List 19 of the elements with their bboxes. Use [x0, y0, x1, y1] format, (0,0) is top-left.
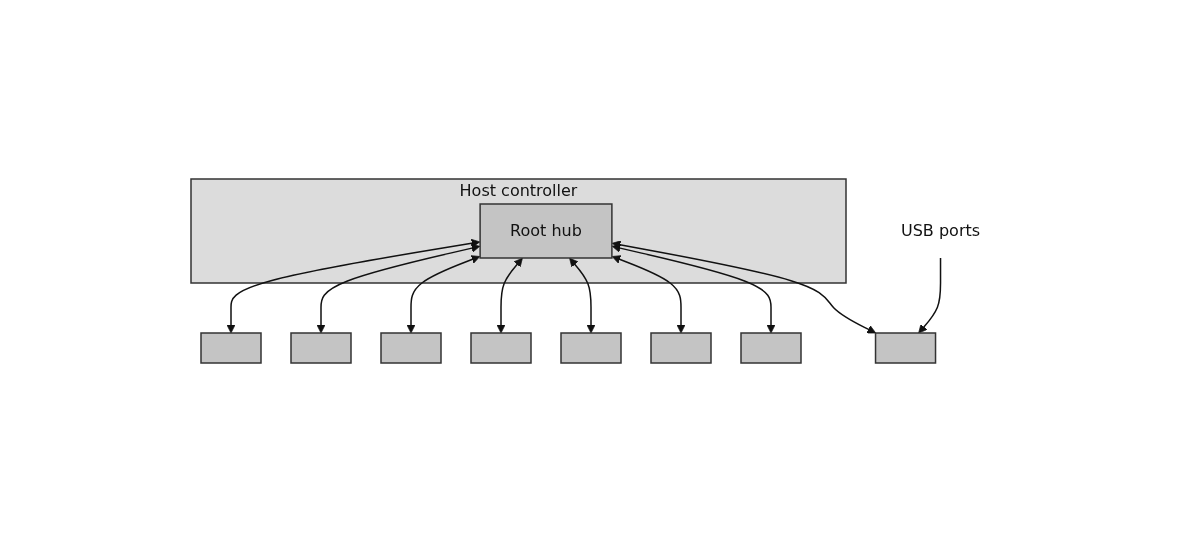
node-box [560, 332, 622, 364]
arrow [316, 243, 481, 334]
arrow [611, 240, 877, 334]
node-box: Root hub [479, 203, 613, 259]
arrow [611, 255, 686, 334]
arrow [496, 257, 523, 334]
arrow [226, 238, 481, 334]
node-text: USB ports [900, 221, 981, 240]
node-box [290, 332, 352, 364]
node-box [740, 332, 802, 364]
node-box [380, 332, 442, 364]
arrow [406, 255, 481, 334]
arrow [611, 243, 776, 334]
arrow [918, 257, 942, 334]
node-box [874, 332, 937, 364]
arrow [569, 257, 596, 334]
node-box [200, 332, 262, 364]
node-box [470, 332, 532, 364]
node-box [650, 332, 712, 364]
